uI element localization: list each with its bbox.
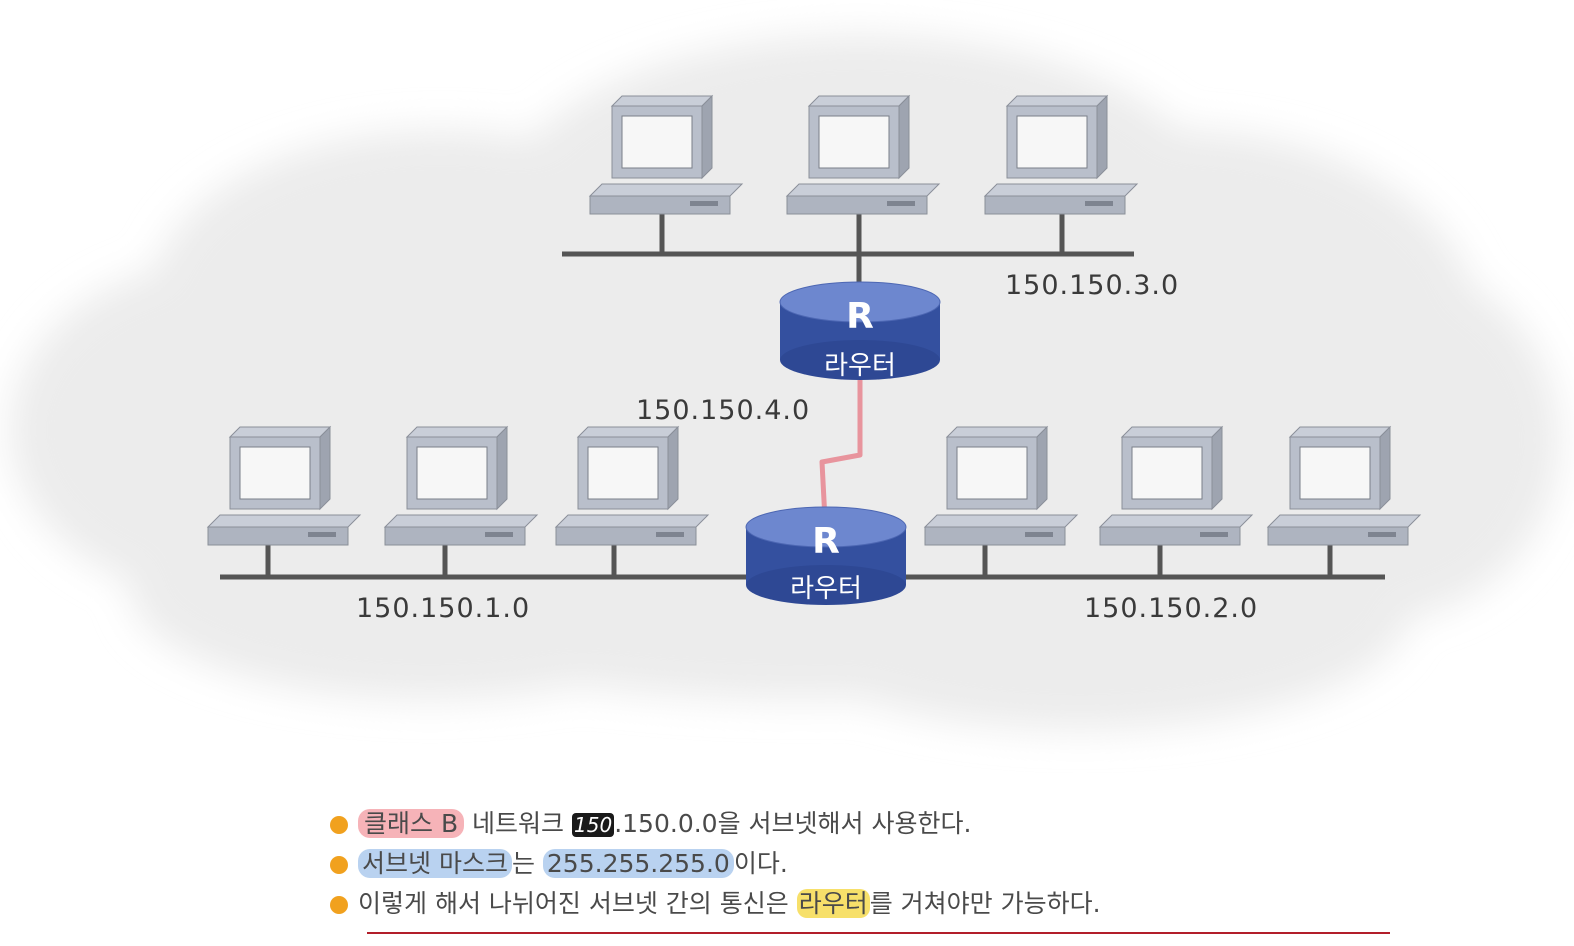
bullet-icon: [330, 816, 348, 834]
class-b-highlight: 클래스 B: [358, 809, 465, 838]
note-line-1: 클래스 B 네트워크 150.150.0.0을 서브넷해서 사용한다.: [330, 804, 1101, 844]
cloud-background: [10, 35, 1560, 730]
note-text: 이다.: [733, 849, 788, 878]
router-top-letter: R: [846, 296, 874, 337]
note-text: 는: [511, 849, 543, 878]
router-bottom-label: 라우터: [790, 574, 862, 604]
mask-value-highlight: 255.255.255.0: [542, 849, 734, 878]
notes: 클래스 B 네트워크 150.150.0.0을 서브넷해서 사용한다. 서브넷 …: [330, 804, 1101, 924]
router-highlight: 라우터: [796, 889, 870, 918]
red-underline: [367, 932, 1390, 934]
bullet-icon: [330, 856, 348, 874]
network-label-left: 150.150.1.0: [356, 593, 531, 624]
network-label-top: 150.150.3.0: [1005, 270, 1180, 301]
bullet-icon: [330, 896, 348, 914]
note-text: 를 거쳐야만 가능하다.: [869, 889, 1101, 918]
subnet-mask-highlight: 서브넷 마스크: [358, 849, 512, 878]
handwritten-150: 150: [572, 813, 615, 837]
network-label-right: 150.150.2.0: [1084, 593, 1259, 624]
router-top-label: 라우터: [824, 351, 896, 381]
note-line-3: 이렇게 해서 나뉘어진 서브넷 간의 통신은 라우터를 거쳐야만 가능하다.: [330, 884, 1101, 924]
network-label-link: 150.150.4.0: [636, 395, 811, 426]
note-text: 이렇게 해서 나뉘어진 서브넷 간의 통신은: [358, 889, 797, 918]
note-text: 네트워크: [464, 809, 573, 838]
router-bottom-letter: R: [812, 521, 840, 562]
note-text: .150.0.0을 서브넷해서 사용한다.: [614, 809, 972, 838]
wan-link: [819, 380, 863, 521]
